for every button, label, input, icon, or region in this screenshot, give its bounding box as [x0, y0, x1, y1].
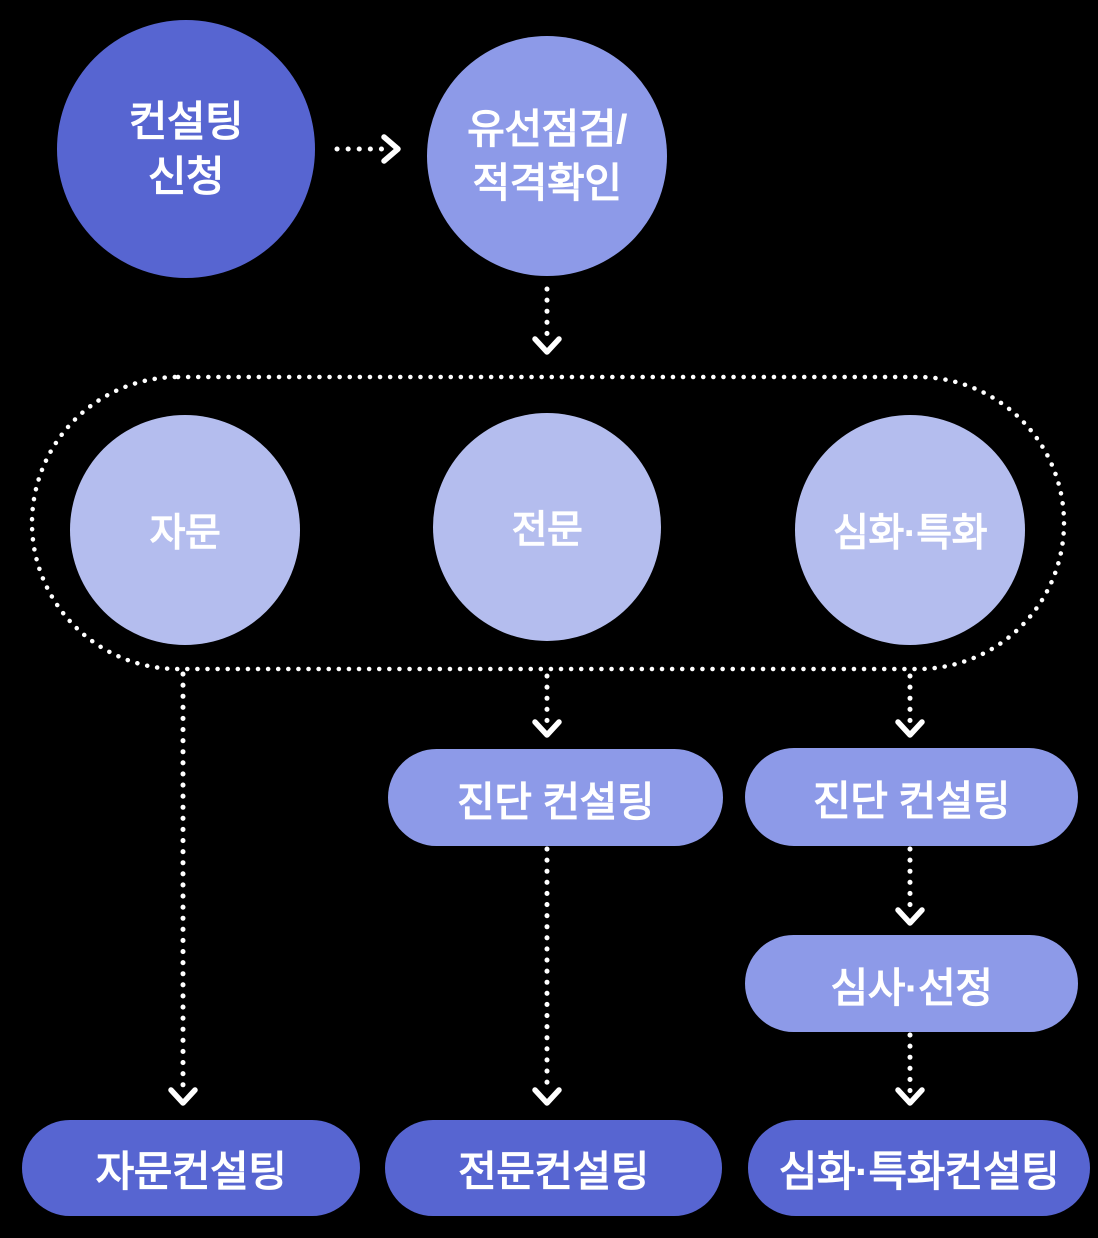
- node-review-selection: 심사·선정: [745, 935, 1078, 1032]
- arrow-apply-to-screening-head: [381, 134, 401, 164]
- arrow-advanced-to-diagnosis-head: [895, 719, 925, 738]
- node-final-advisory-consulting: 자문컨설팅: [22, 1120, 360, 1216]
- node-diagnosis-consulting-expert: 진단 컨설팅: [388, 749, 723, 846]
- arrow-review-to-final-advanced-head: [895, 1087, 925, 1106]
- arrow-diagnosis-to-final-expert-head: [532, 1087, 562, 1106]
- arrow-screening-to-tracks-head: [532, 336, 562, 355]
- node-final-advanced-specialized-consulting: 심화·특화컨설팅: [748, 1120, 1090, 1216]
- node-diagnosis-consulting-advanced: 진단 컨설팅: [745, 748, 1078, 846]
- arrow-expert-to-diagnosis-head: [532, 719, 562, 738]
- arrow-advisory-to-final-head: [168, 1087, 198, 1106]
- node-phone-check-eligibility: 유선점검/ 적격확인: [427, 36, 667, 276]
- arrow-diagnosis-to-review-head: [895, 907, 925, 926]
- node-final-expert-consulting: 전문컨설팅: [385, 1120, 722, 1216]
- node-track-advisory: 자문: [70, 415, 300, 645]
- node-track-advanced-specialized: 심화·특화: [795, 415, 1025, 645]
- node-track-expert: 전문: [433, 413, 661, 641]
- node-consulting-apply: 컨설팅 신청: [57, 20, 315, 278]
